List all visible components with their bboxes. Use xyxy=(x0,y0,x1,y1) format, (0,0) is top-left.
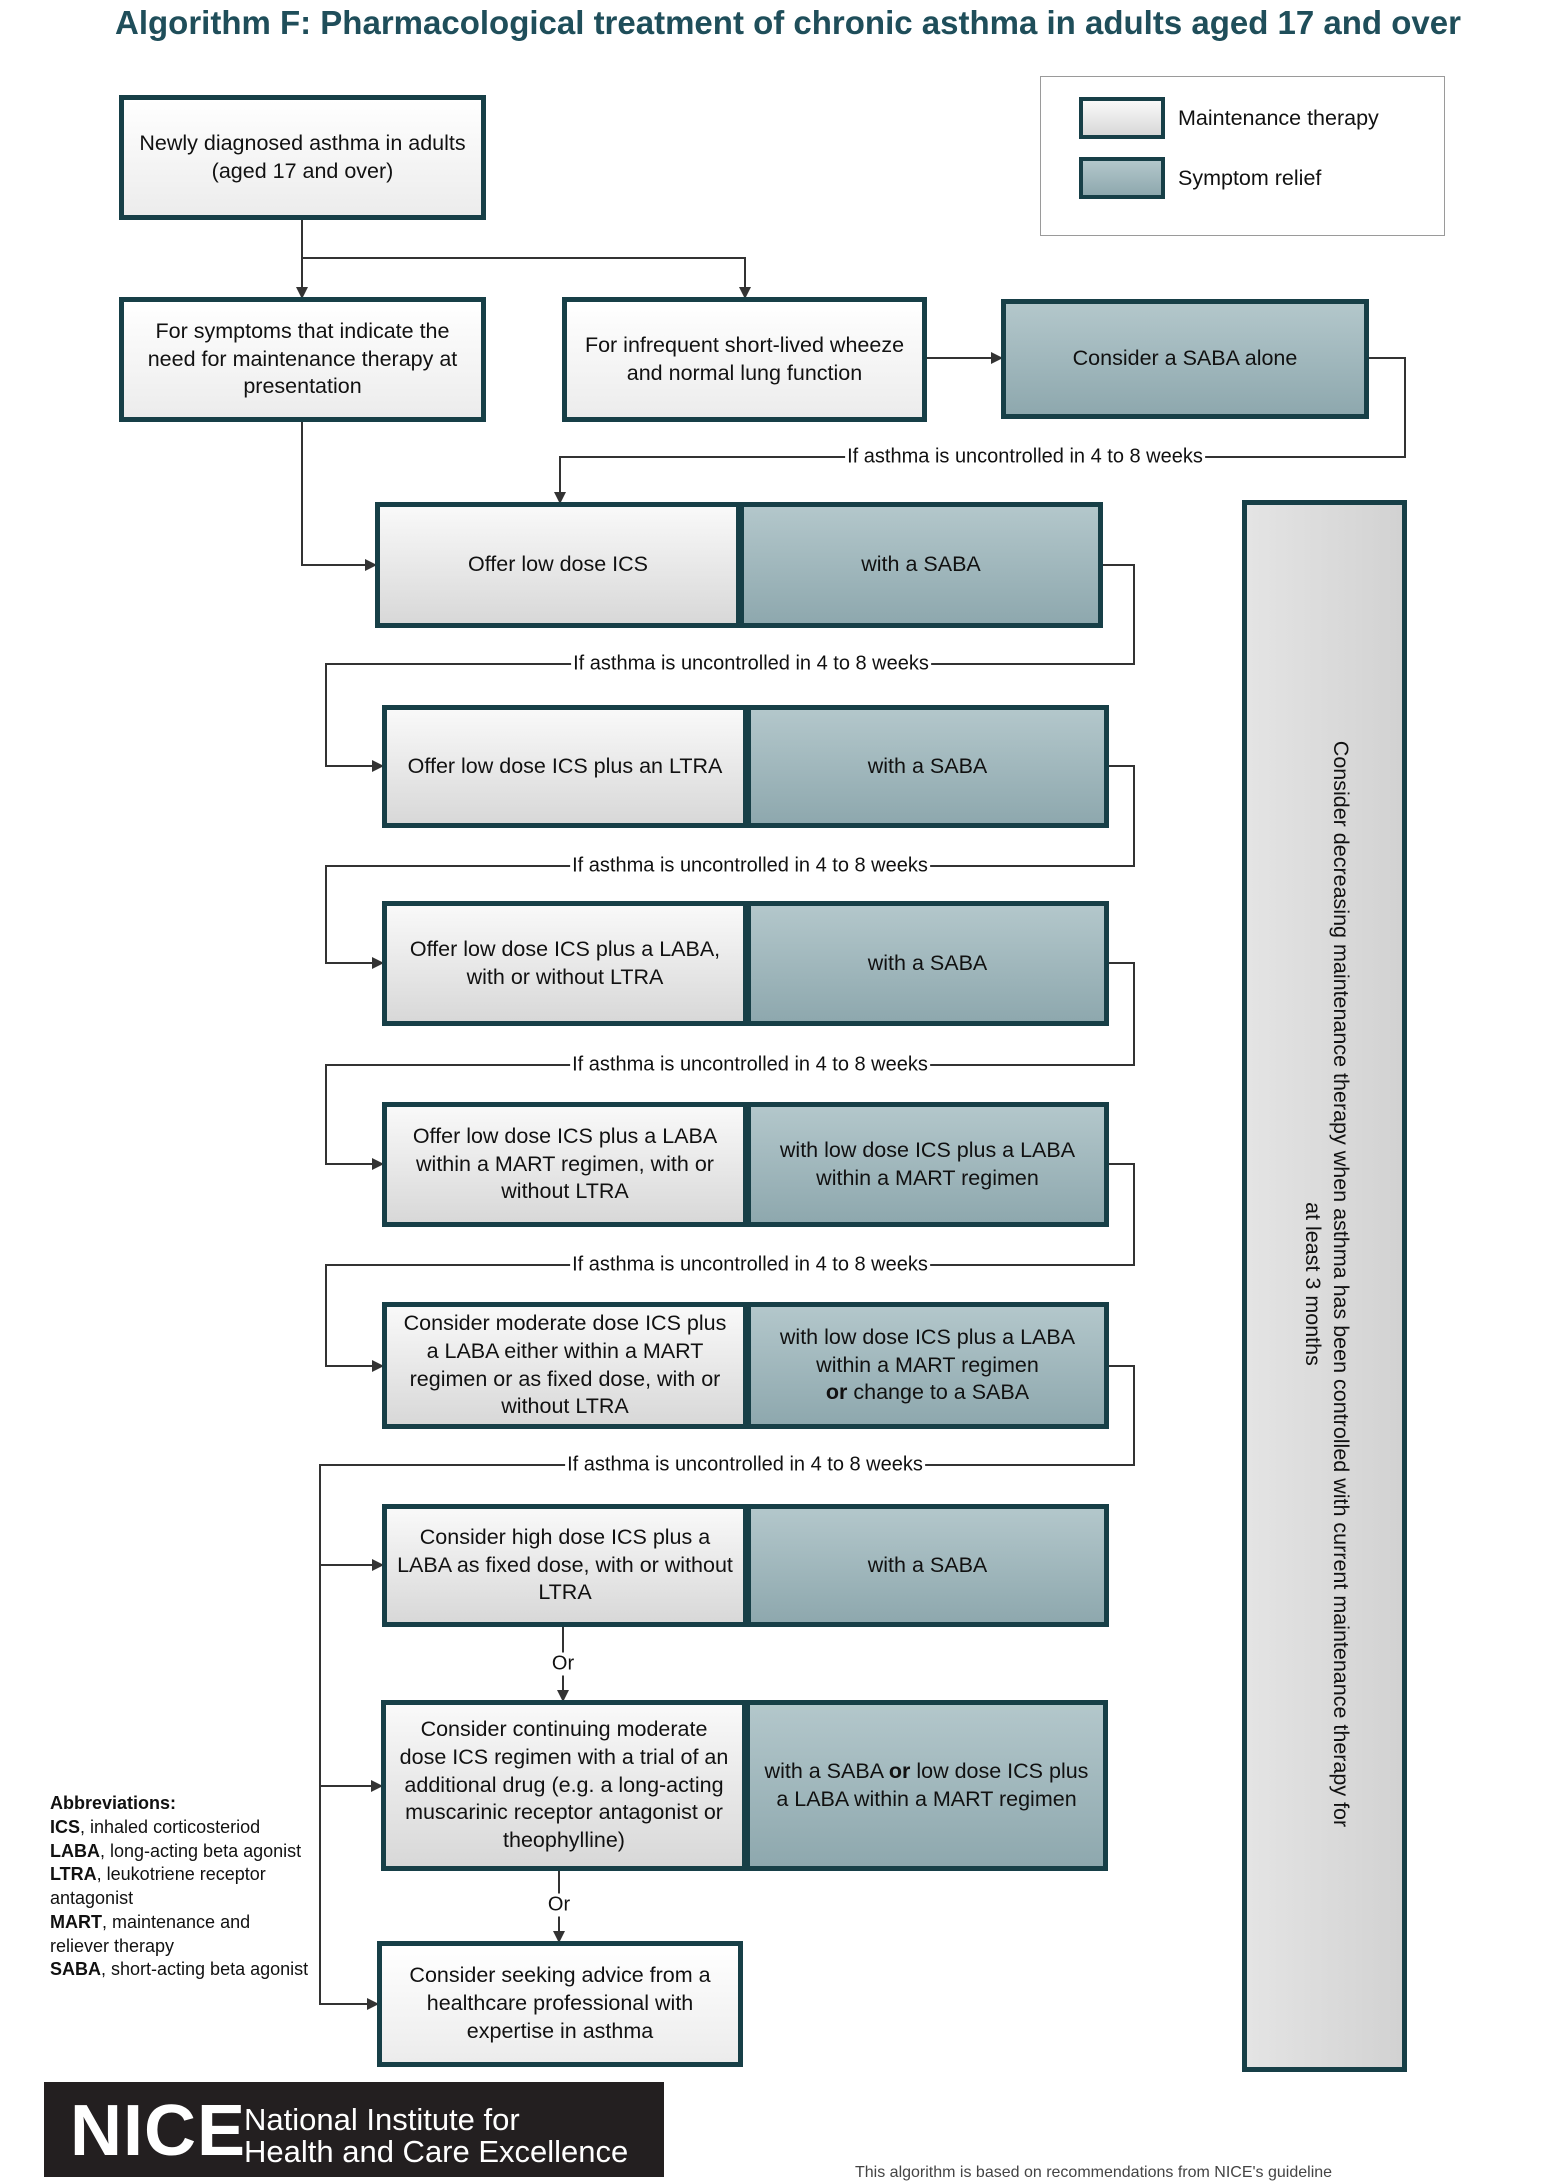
nice-org-line-1: National Institute for xyxy=(244,2102,520,2137)
abbreviation-item: LABA, long-acting beta agonist xyxy=(50,1840,310,1864)
abbreviation-definition: , maintenance and reliever therapy xyxy=(50,1911,251,1956)
step-5-relief-or: or xyxy=(825,1380,848,1405)
condition-label: If asthma is uncontrolled in 4 to 8 week… xyxy=(565,1453,925,1477)
legend-label-relief: Symptom relief xyxy=(1178,166,1322,190)
nice-logo-word: NICE xyxy=(70,2091,247,2171)
condition-label: If asthma is uncontrolled in 4 to 8 week… xyxy=(570,854,930,878)
abbreviation-definition: , inhaled corticosteriod xyxy=(80,1816,261,1837)
or-label: Or xyxy=(549,1652,577,1676)
saba-alone-box: Consider a SABA alone xyxy=(1001,299,1369,419)
abbreviation-term: LTRA xyxy=(50,1864,97,1885)
step-3-relief: with a SABA xyxy=(746,901,1109,1026)
step-2-relief: with a SABA xyxy=(746,705,1109,828)
step-5-maintenance: Consider moderate dose ICS plus a LABA e… xyxy=(382,1302,748,1429)
abbreviation-item: LTRA, leukotriene receptor antagonist xyxy=(50,1863,310,1911)
step-5-relief-text-a: with low dose ICS plus a LABA within a M… xyxy=(779,1324,1076,1377)
step-7-relief-text-b: low dose ICS plus a LABA within a MART r… xyxy=(776,1758,1089,1811)
abbreviation-term: SABA xyxy=(50,1959,102,1980)
condition-label: If asthma is uncontrolled in 4 to 8 week… xyxy=(571,652,931,676)
abbreviation-definition: , leukotriene receptor antagonist xyxy=(50,1864,266,1908)
step-7-relief-or: or xyxy=(888,1758,911,1783)
legend-label-maintenance: Maintenance therapy xyxy=(1178,106,1379,130)
abbreviation-term: ICS xyxy=(50,1816,81,1837)
nice-org-name: National Institute for Health and Care E… xyxy=(244,2104,628,2167)
abbreviation-item: MART, maintenance and reliever therapy xyxy=(50,1911,310,1959)
step-down-text: Consider decreasing maintenance therapy … xyxy=(1301,740,1353,1828)
or-label: Or xyxy=(545,1893,573,1917)
step-5-relief-text-b: change to a SABA xyxy=(853,1380,1030,1405)
step-7-relief-text-a: with a SABA xyxy=(764,1758,883,1783)
legend: Maintenance therapy Symptom relief xyxy=(1040,76,1445,236)
step-4-relief: with low dose ICS plus a LABA within a M… xyxy=(746,1102,1109,1227)
infrequent-wheeze-box: For infrequent short-lived wheeze and no… xyxy=(562,297,927,422)
step-1-maintenance: Offer low dose ICS xyxy=(375,502,741,628)
step-7-maintenance: Consider continuing moderate dose ICS re… xyxy=(381,1700,747,1871)
nice-logo: NICE National Institute for Health and C… xyxy=(44,2082,664,2177)
seek-advice-box: Consider seeking advice from a healthcar… xyxy=(377,1941,743,2067)
step-7-relief: with a SABA or low dose ICS plus a LABA … xyxy=(745,1700,1108,1871)
step-4-maintenance: Offer low dose ICS plus a LABA within a … xyxy=(382,1102,748,1227)
page-title: Algorithm F: Pharmacological treatment o… xyxy=(115,4,1461,41)
abbreviation-term: LABA xyxy=(50,1840,100,1861)
step-2-maintenance: Offer low dose ICS plus an LTRA xyxy=(382,705,748,828)
abbreviation-item: SABA, short-acting beta agonist xyxy=(50,1958,310,1982)
step-6-relief: with a SABA xyxy=(746,1504,1109,1627)
step-down-panel xyxy=(1242,500,1407,2072)
step-5-relief: with low dose ICS plus a LABA within a M… xyxy=(746,1302,1109,1429)
legend-swatch-relief xyxy=(1079,157,1165,199)
step-3-maintenance: Offer low dose ICS plus a LABA, with or … xyxy=(382,901,748,1026)
abbreviations: Abbreviations: ICS, inhaled corticosteri… xyxy=(50,1792,310,1982)
legend-swatch-maintenance xyxy=(1079,97,1165,139)
step-6-maintenance: Consider high dose ICS plus a LABA as fi… xyxy=(382,1504,748,1627)
condition-label: If asthma is uncontrolled in 4 to 8 week… xyxy=(845,445,1205,469)
abbreviations-heading: Abbreviations: xyxy=(50,1793,177,1813)
newly-diagnosed-box: Newly diagnosed asthma in adults (aged 1… xyxy=(119,95,486,220)
abbreviation-item: ICS, inhaled corticosteriod xyxy=(50,1816,310,1840)
footer-note: This algorithm is based on recommendatio… xyxy=(855,2164,1333,2181)
abbreviation-term: MART xyxy=(50,1911,102,1932)
symptoms-maintenance-box: For symptoms that indicate the need for … xyxy=(119,297,486,422)
abbreviation-definition: , short-acting beta agonist xyxy=(101,1959,309,1980)
condition-label: If asthma is uncontrolled in 4 to 8 week… xyxy=(570,1253,930,1277)
abbreviation-definition: , long-acting beta agonist xyxy=(100,1840,302,1861)
step-1-relief: with a SABA xyxy=(739,502,1103,628)
nice-org-line-2: Health and Care Excellence xyxy=(244,2133,629,2169)
condition-label: If asthma is uncontrolled in 4 to 8 week… xyxy=(570,1053,930,1077)
